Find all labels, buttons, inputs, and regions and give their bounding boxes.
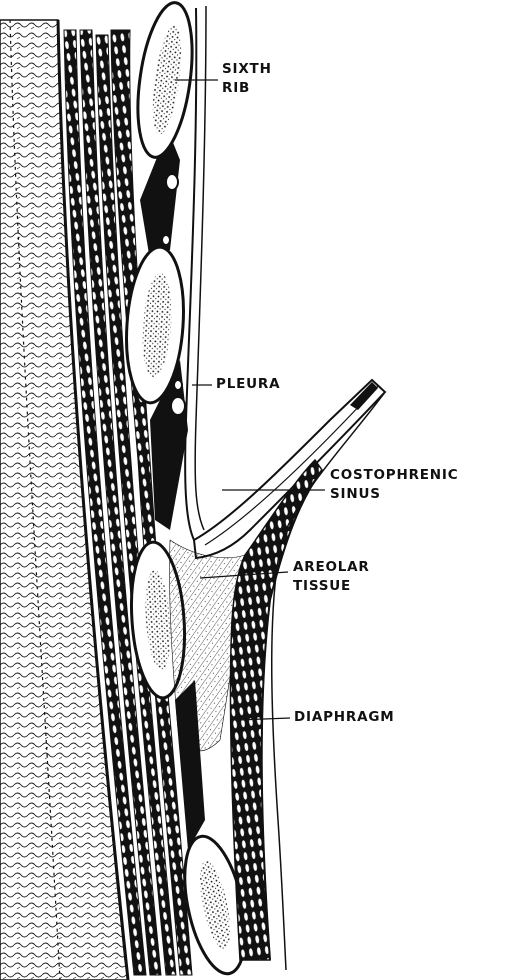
label-pleura: PLEURA bbox=[216, 375, 280, 394]
label-sixth-rib: SIXTH RIB bbox=[222, 60, 272, 98]
label-diaphragm-line-1: DIAPHRAGM bbox=[294, 709, 395, 725]
sixth-rib-marrow bbox=[152, 25, 182, 135]
diaphragm-pleural-line bbox=[270, 391, 386, 971]
muscle-band-3 bbox=[95, 34, 177, 976]
label-costophrenic-sinus-line-2: SINUS bbox=[330, 486, 381, 502]
diaphragm-inner-surface bbox=[260, 469, 323, 961]
lung-edge bbox=[192, 378, 387, 560]
areolar-tissue bbox=[169, 539, 246, 752]
leader-line-diaphragm bbox=[237, 717, 291, 721]
label-pleura-line-1: PLEURA bbox=[216, 376, 281, 392]
endothoracic-line bbox=[194, 5, 207, 531]
label-sixth-rib-line-1: SIXTH bbox=[222, 61, 272, 77]
label-costophrenic-sinus: COSTOPHRENIC SINUS bbox=[330, 466, 458, 504]
ninth-rib-marrow bbox=[199, 860, 231, 950]
lung-edge-inner bbox=[204, 385, 379, 546]
eighth-rib-marrow bbox=[145, 570, 171, 670]
fascia-line bbox=[56, 19, 130, 980]
muscle-band-2 bbox=[79, 29, 162, 976]
intercostal-vessel bbox=[161, 234, 171, 246]
leader-line-areolar-tissue bbox=[199, 571, 289, 579]
seventh-rib-marrow bbox=[142, 273, 172, 377]
label-areolar-tissue-line-1: AREOLAR bbox=[293, 559, 370, 575]
label-diaphragm: DIAPHRAGM bbox=[294, 708, 394, 727]
intercostal-vessel bbox=[173, 379, 183, 391]
intercostal-vessel bbox=[165, 173, 179, 191]
parietal-pleura bbox=[184, 7, 198, 541]
muscle-band-1 bbox=[63, 29, 147, 976]
intercostal-vessel bbox=[170, 396, 186, 416]
label-areolar-tissue: AREOLAR TISSUE bbox=[293, 558, 370, 596]
intercostal-muscle-upper bbox=[140, 130, 180, 260]
label-areolar-tissue-line-2: TISSUE bbox=[293, 578, 352, 594]
lung-tip-dark bbox=[350, 382, 378, 410]
label-costophrenic-sinus-line-1: COSTOPHRENIC bbox=[330, 467, 459, 483]
label-sixth-rib-line-2: RIB bbox=[222, 80, 251, 96]
skin-outer-edge bbox=[9, 19, 61, 980]
